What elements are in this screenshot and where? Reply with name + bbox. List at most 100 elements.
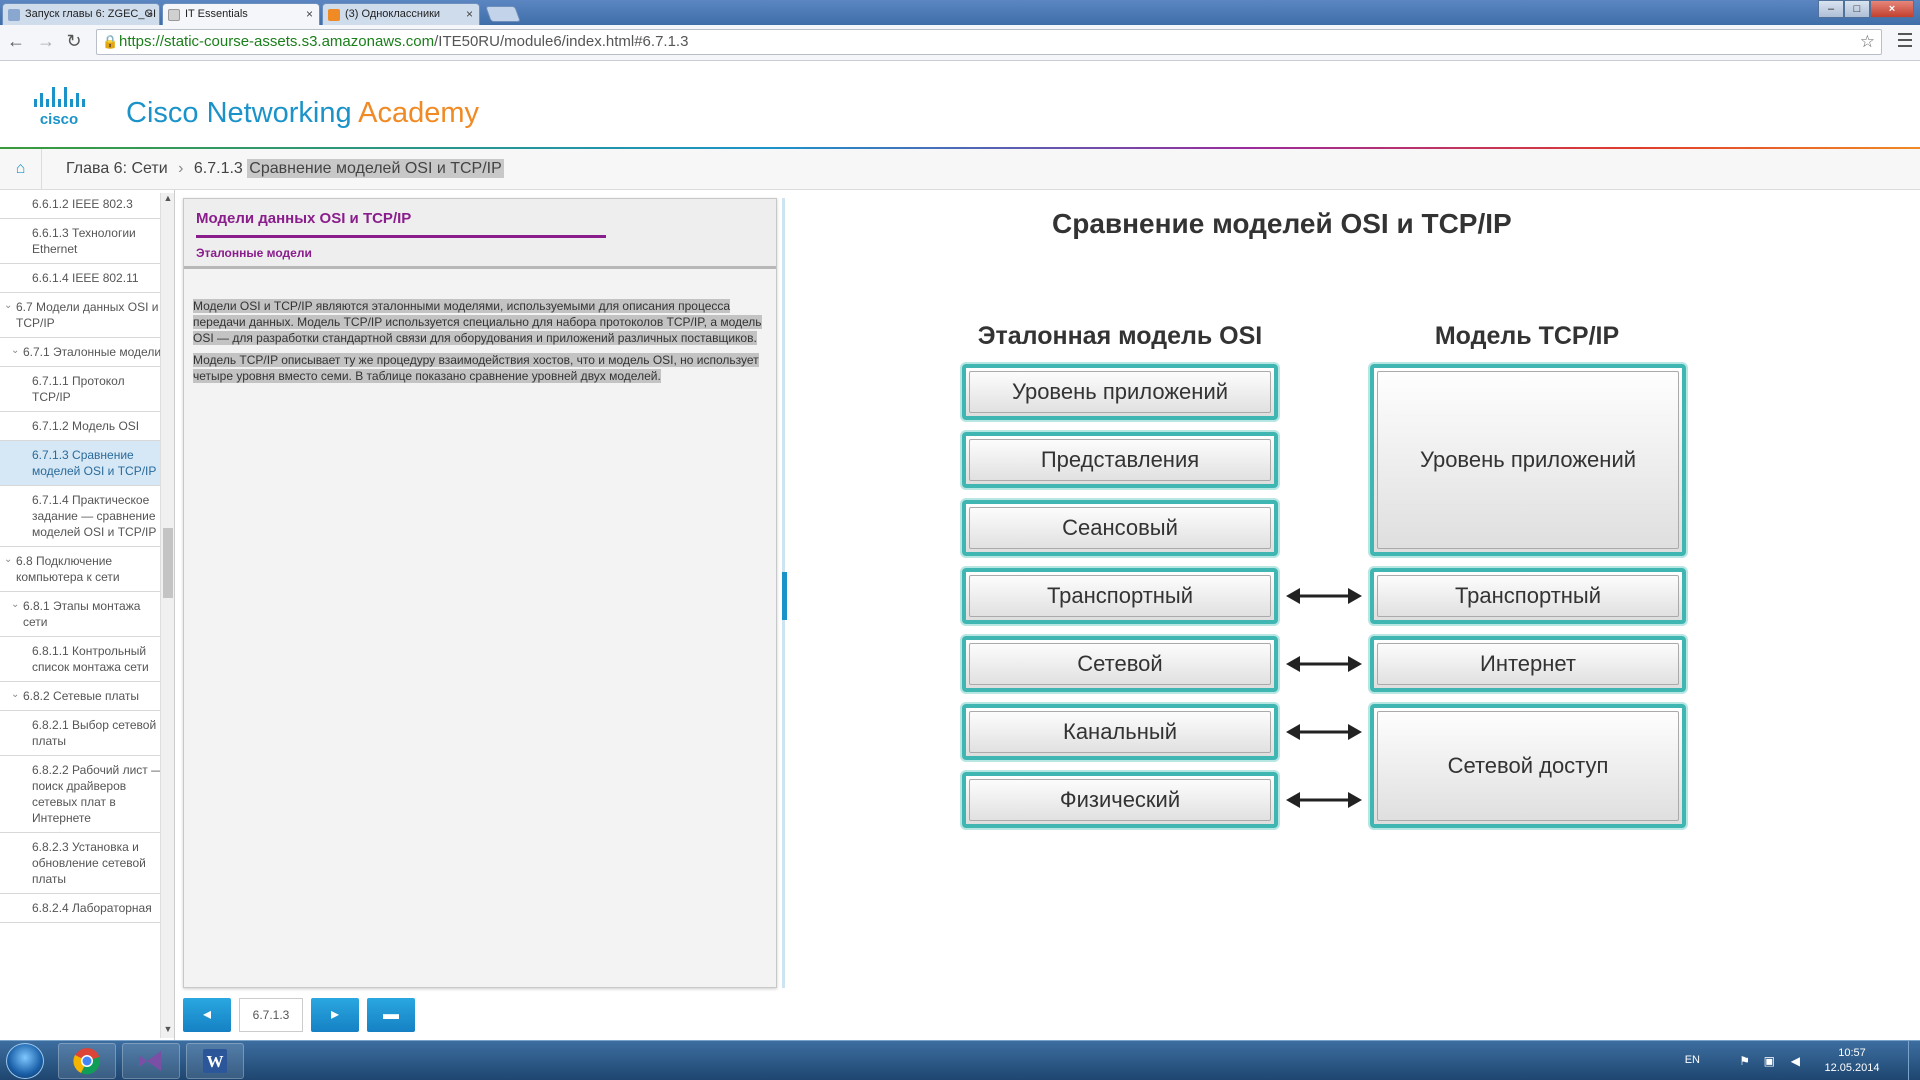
outline-item-label: 6.7.1 Эталонные модели (23, 345, 162, 359)
maximize-button[interactable]: □ (1844, 0, 1870, 18)
chevron-down-icon[interactable]: ⌄ (11, 689, 20, 700)
close-tab-icon[interactable]: × (305, 7, 313, 21)
clock-time: 10:57 (1838, 1047, 1866, 1059)
close-window-button[interactable]: × (1870, 0, 1914, 18)
outline-item[interactable]: ⌄6.7 Модели данных OSI и TCP/IP (0, 293, 174, 338)
outline-item[interactable]: 6.7.1.4 Практическое задание — сравнение… (0, 486, 174, 547)
layer-label: Уровень приложений (1419, 447, 1637, 472)
volume-icon[interactable]: ◀ (1790, 1054, 1800, 1068)
tab-title: IT Essentials (185, 8, 248, 20)
chevron-down-icon[interactable]: ⌄ (4, 554, 13, 565)
url-host: https://static-course-assets.s3.amazonaw… (119, 33, 435, 50)
text-panel: Модели данных OSI и TCP/IP Эталонные мод… (183, 198, 777, 988)
address-bar: ← → ↻ 🔒 https://static-course-assets.s3.… (0, 25, 1920, 61)
menu-icon[interactable] (1898, 33, 1912, 47)
close-tab-icon[interactable]: × (145, 7, 153, 21)
home-icon[interactable]: ⌂ (0, 149, 42, 190)
browser-tab-active[interactable]: IT Essentials × (162, 3, 320, 25)
new-tab-button[interactable] (485, 6, 521, 22)
outline-item[interactable]: ⌄6.8.1 Этапы монтажа сети (0, 592, 174, 637)
url-input[interactable]: 🔒 https://static-course-assets.s3.amazon… (96, 29, 1882, 55)
outline-item-label: 6.8.2.2 Рабочий лист — поиск драйверов с… (32, 763, 164, 825)
clock-date: 12.05.2014 (1824, 1062, 1880, 1074)
layer-label: Уровень приложений (1011, 379, 1229, 404)
outline-item[interactable]: 6.7.1.2 Модель OSI (0, 412, 174, 441)
close-tab-icon[interactable]: × (465, 7, 473, 21)
model-layer-box: Уровень приложений (1370, 364, 1686, 556)
layer-label: Физический (1059, 787, 1181, 812)
layer-label: Сетевой (1077, 651, 1163, 676)
outline-item[interactable]: 6.6.1.2 IEEE 802.3 (0, 190, 174, 219)
previous-page-button[interactable]: ◂ (183, 998, 231, 1032)
outline-item[interactable]: 6.6.1.4 IEEE 802.11 (0, 264, 174, 293)
double-arrow-icon (1286, 656, 1362, 672)
outline-item[interactable]: 6.8.2.4 Лабораторная (0, 894, 174, 923)
outline-item[interactable]: ⌄6.8 Подключение компьютера к сети (0, 547, 174, 592)
panel-body: Модели OSI и TCP/IP являются эталонными … (193, 298, 765, 390)
lock-icon: 🔒 (102, 34, 119, 49)
cisco-logo: cisco (34, 87, 85, 127)
outline-item[interactable]: 6.8.2.3 Установка и обновление сетевой п… (0, 833, 174, 894)
breadcrumb-chapter[interactable]: Глава 6: Сети (66, 160, 168, 177)
model-layer-box: Уровень приложений (962, 364, 1278, 420)
network-icon[interactable]: ▣ (1763, 1054, 1775, 1068)
next-page-button[interactable]: ▸ (311, 998, 359, 1032)
layer-label: Интернет (1480, 651, 1576, 676)
scroll-down-icon[interactable]: ▼ (163, 1024, 173, 1034)
model-layer-box: Представления (962, 432, 1278, 488)
layer-label: Канальный (1063, 719, 1177, 744)
outline-item[interactable]: ⌄6.8.2 Сетевые платы (0, 682, 174, 711)
outline-item[interactable]: 6.6.1.3 Технологии Ethernet (0, 219, 174, 264)
model-layer-box: Интернет (1370, 636, 1686, 692)
layer-label: Транспортный (1046, 583, 1194, 608)
model-layer-box: Транспортный (962, 568, 1278, 624)
bookmark-star-icon[interactable]: ☆ (1859, 32, 1875, 51)
outline-item-label: 6.6.1.2 IEEE 802.3 (32, 197, 133, 211)
layer-label: Сетевой доступ (1447, 753, 1609, 778)
start-button[interactable] (6, 1043, 44, 1079)
word-icon[interactable]: W (186, 1043, 244, 1079)
chevron-down-icon[interactable]: ⌄ (11, 345, 20, 356)
language-indicator[interactable]: EN (1684, 1054, 1700, 1066)
outline-item[interactable]: 6.7.1.1 Протокол TCP/IP (0, 367, 174, 412)
tcp-column-title: Модель TCP/IP (1434, 322, 1620, 350)
outline-item[interactable]: ⌄6.7.1 Эталонные модели (0, 338, 174, 367)
course-outline: 6.6.1.2 IEEE 802.3 6.6.1.3 Технологии Eth… (0, 190, 175, 1040)
browser-tab[interactable]: Запуск главы 6: ZGEC_GI × (2, 3, 160, 25)
clock[interactable]: 10:57 12.05.2014 (1822, 1046, 1882, 1076)
scroll-up-icon[interactable]: ▲ (163, 193, 173, 203)
browser-tab[interactable]: (3) Одноклассники × (322, 3, 480, 25)
outline-item[interactable]: 6.8.2.2 Рабочий лист — поиск драйверов с… (0, 756, 174, 833)
model-layer-box: Сетевой доступ (1370, 704, 1686, 828)
outline-item[interactable]: 6.8.2.1 Выбор сетевой платы (0, 711, 174, 756)
double-arrow-icon (1286, 724, 1362, 740)
outline-item[interactable]: 6.7.1.3 Сравнение моделей OSI и TCP/IP (0, 441, 174, 486)
model-layer-box: Сеансовый (962, 500, 1278, 556)
outline-item-label: 6.8.2.3 Установка и обновление сетевой п… (32, 840, 146, 886)
layer-label: Представления (1040, 447, 1200, 472)
splitter-handle[interactable] (782, 572, 787, 620)
browser-tab-strip: Запуск главы 6: ZGEC_GI × IT Essentials … (0, 0, 1920, 25)
page-number: 6.7.1.3 (239, 998, 303, 1032)
outline-item-label: 6.8 Подключение компьютера к сети (16, 554, 120, 584)
outline-item[interactable]: 6.8.1.1 Контрольный список монтажа сети (0, 637, 174, 682)
outline-scrollbar[interactable]: ▲ ▼ (160, 193, 174, 1038)
reload-icon[interactable]: ↻ (66, 31, 82, 51)
taskbar: W EN ⚑ ▣ ◀ 10:57 12.05.2014 (0, 1040, 1920, 1080)
show-desktop-button[interactable] (1908, 1041, 1920, 1080)
chrome-icon[interactable] (58, 1043, 116, 1079)
scroll-thumb[interactable] (163, 528, 173, 598)
flag-icon[interactable]: ⚑ (1739, 1054, 1750, 1068)
visual-studio-icon[interactable] (122, 1043, 180, 1079)
forward-arrow-icon[interactable]: → (37, 31, 55, 51)
minimize-button[interactable]: – (1818, 0, 1844, 18)
panel-title-underline (196, 235, 606, 238)
page-icon (168, 9, 180, 21)
chevron-down-icon[interactable]: ⌄ (4, 300, 13, 311)
outline-item-label: 6.8.2 Сетевые платы (23, 689, 140, 703)
chevron-down-icon[interactable]: ⌄ (11, 599, 20, 610)
model-layer-box: Канальный (962, 704, 1278, 760)
fullscreen-button[interactable]: ▬ (367, 998, 415, 1032)
header-divider (0, 147, 1920, 149)
back-arrow-icon[interactable]: ← (7, 31, 25, 51)
